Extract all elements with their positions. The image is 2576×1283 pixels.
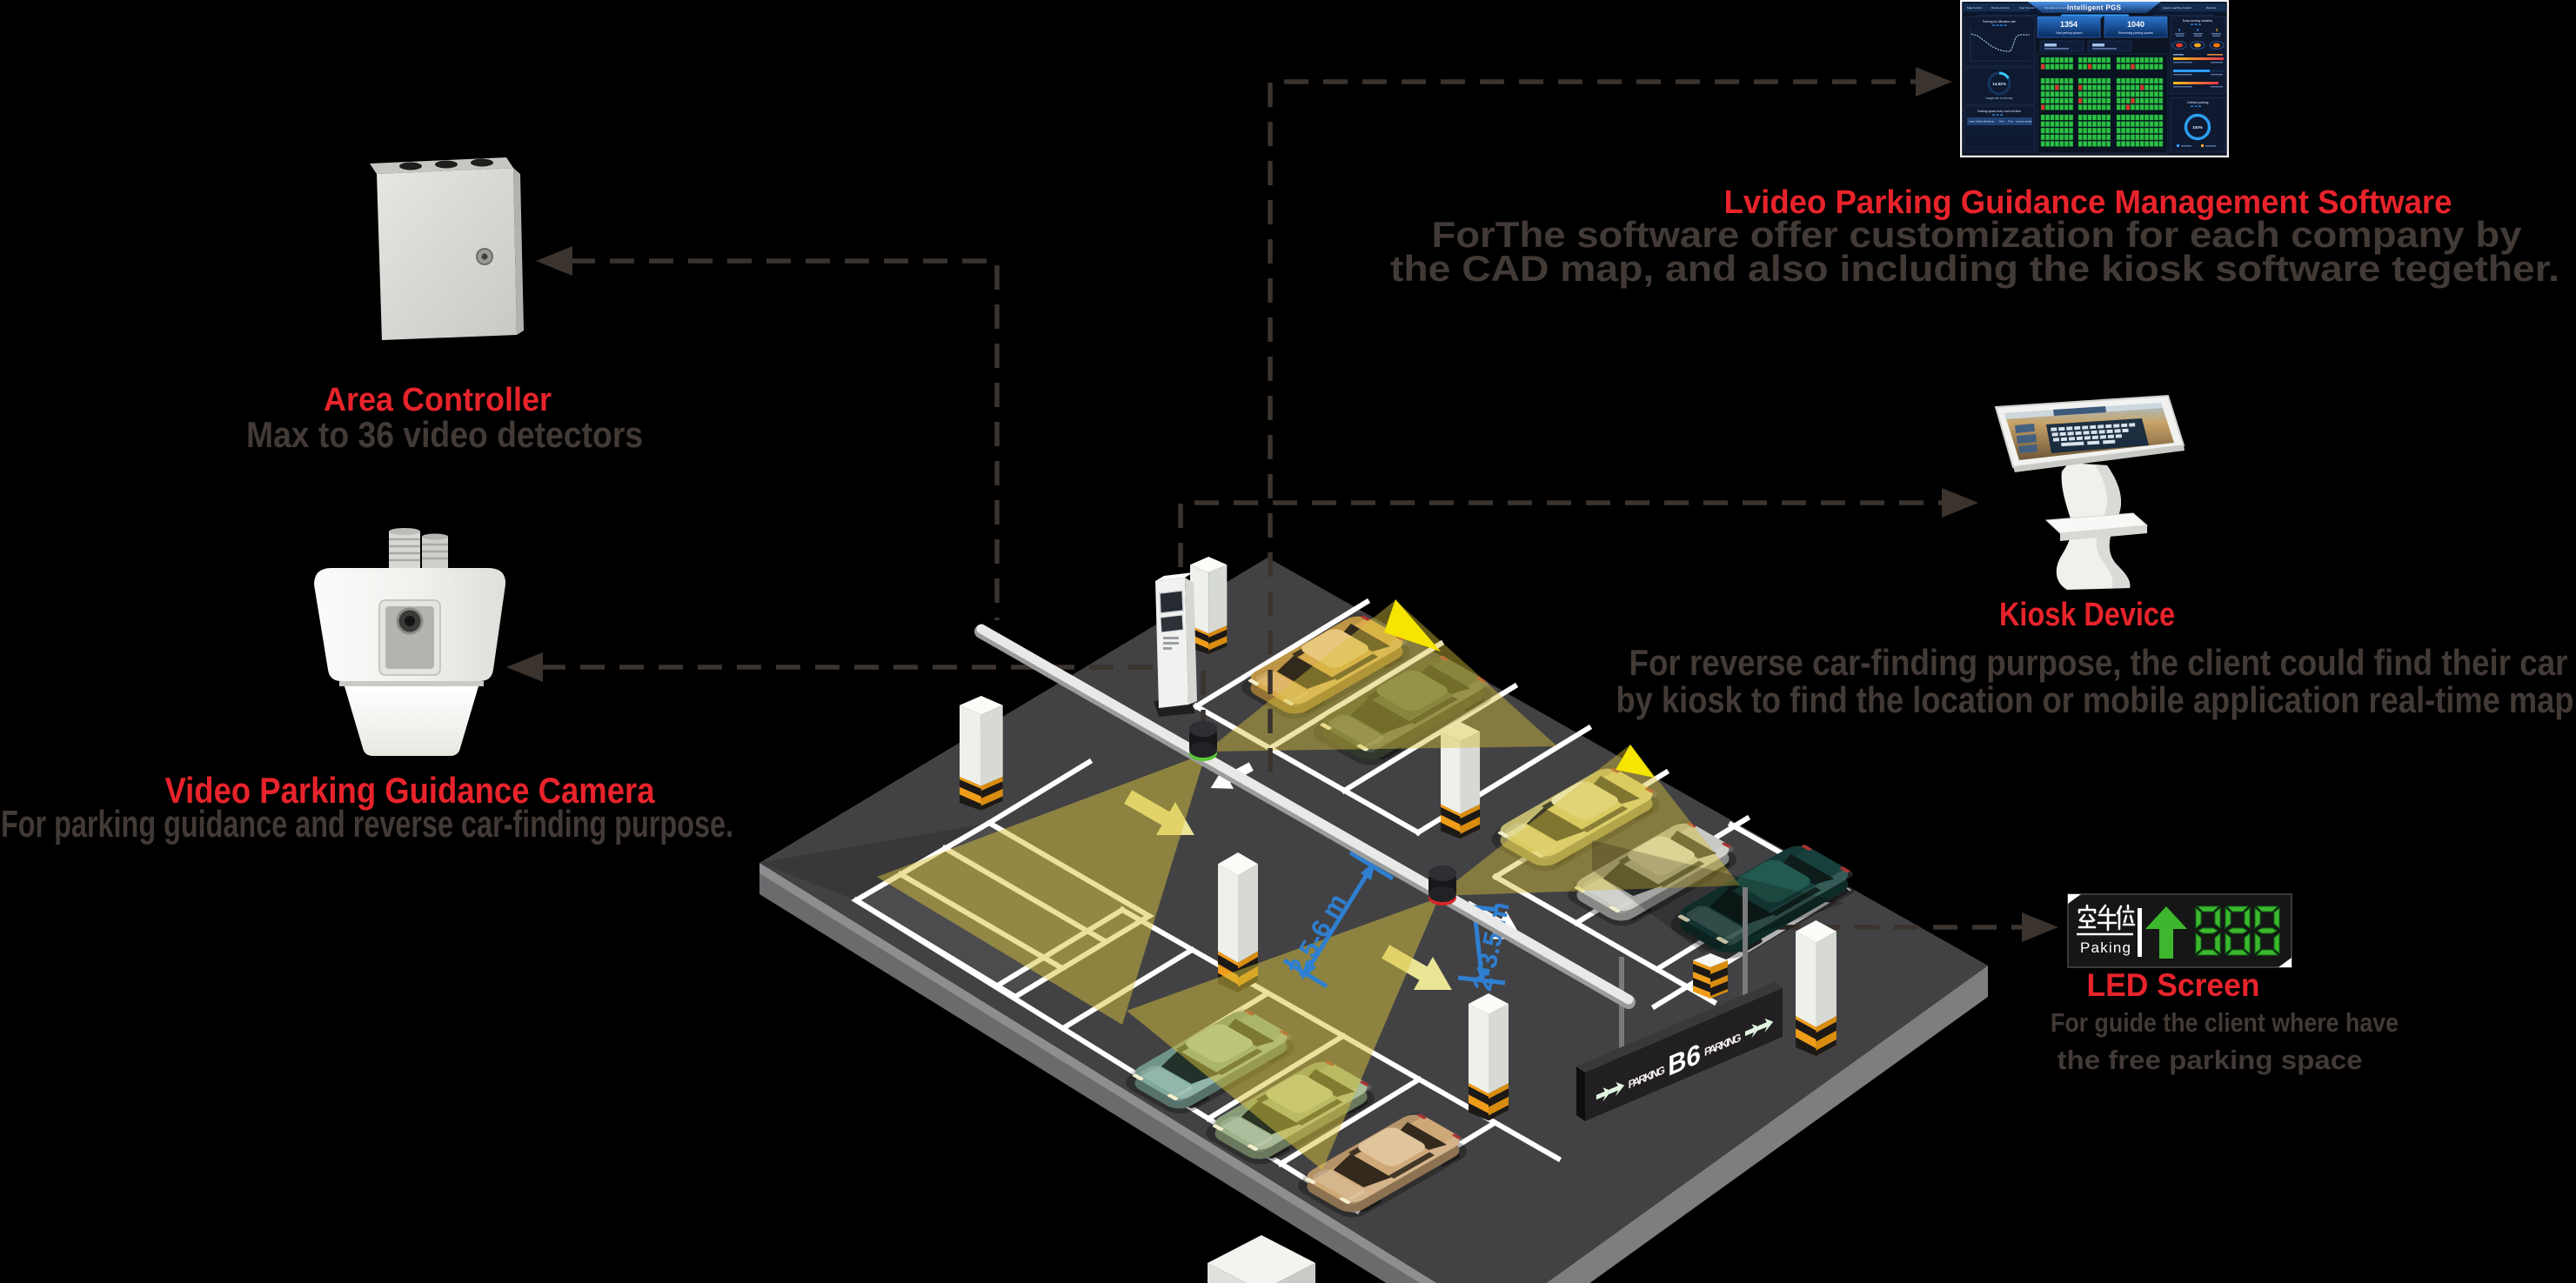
arrow-led (2022, 912, 2058, 942)
cone-flare-1 (1384, 599, 1441, 652)
cone-up-right-1 (1206, 600, 1557, 752)
cone-down-left (1127, 898, 1439, 1170)
labels: Lvideo Parking Guidance Management Softw… (1, 184, 2574, 1075)
nav-user-control[interactable]: User Control (2019, 6, 2035, 10)
led-desc-2: the free parking space (2057, 1045, 2363, 1075)
video-detector-red (1429, 865, 1456, 905)
platform-top (759, 558, 1988, 1283)
gauge-value: 14.52% (1992, 82, 2006, 86)
kiosk-desc-2: by kiosk to find the location or mobile … (1616, 679, 2574, 720)
camera-rail (974, 624, 1636, 1009)
nav-operations-control[interactable]: Operations Control (2044, 6, 2067, 10)
led-up-arrow (2145, 906, 2187, 959)
col-latest-vehicle: Latest Vehicle Monitoring (1969, 120, 1995, 124)
arrow-kiosk (1942, 488, 1978, 518)
line-to-area-controller (571, 258, 1000, 620)
warning-value-1: 5 (2178, 28, 2181, 32)
kiosk-keys (2051, 423, 2136, 447)
dashboard-screenshot: Intelligent PGS Map Control Device Contr… (1960, 0, 2229, 157)
col-floor: Floor (1999, 120, 2004, 124)
nav-device-control[interactable]: Device Control (1991, 6, 2010, 10)
software-desc-2: the CAD map, and also including the kios… (1390, 248, 2559, 289)
kiosk-desc-1: For reverse car-finding purpose, the cli… (1629, 642, 2568, 683)
led-en-text: Paking (2080, 939, 2131, 956)
lot-foreground (974, 557, 1636, 1009)
dashboard-left-column: Parking lot utilization rate 14.52% Usag… (1964, 16, 2036, 153)
camera-pipe (389, 528, 448, 568)
dashboard-center-column: 1354 Total parking spaces 1040 Remaining… (2037, 16, 2169, 154)
col-time: Time (2008, 120, 2013, 124)
kiosk-device (1994, 394, 2185, 590)
pillar (1190, 557, 1228, 655)
camera-skirt (345, 686, 478, 756)
nav-delivery[interactable]: Delivery (2206, 6, 2217, 10)
line-to-kiosk (1178, 500, 1944, 567)
warning-value-2: 0 (2197, 28, 2199, 32)
pillar (1469, 993, 1509, 1121)
software-desc-1: ForThe software offer customization for … (1432, 214, 2523, 255)
parking-lot-illustration: 2.5-6 m 2-3.5 m (759, 558, 2058, 1283)
stat-remaining-label: Remaining parking spaces (2118, 31, 2153, 35)
connectors (506, 67, 1978, 772)
arrow-area-controller (536, 246, 572, 276)
warning-value-3: 3 (2216, 28, 2218, 32)
video-detector-green (1189, 721, 1217, 761)
panel-entry-exit-title: Parking space entry and exit time (1977, 110, 2021, 113)
civilized-value: 100% (2192, 125, 2203, 130)
shadow-wedge (1592, 840, 1844, 953)
b6-sign: PARKING B6 PARKING (1576, 887, 1783, 1121)
panel-warning-title: Early warning statistics (2183, 19, 2213, 23)
cone-flare-2 (1616, 745, 1655, 778)
floor-shade-dark (759, 823, 989, 900)
panel-civilized-title: Civilized parking (2187, 101, 2209, 104)
stat-total-value: 1354 (2060, 20, 2078, 29)
led-desc-1: For guide the client where have (2051, 1007, 2399, 1038)
led-panel-frame (2067, 893, 2292, 968)
area-controller-device (370, 157, 524, 340)
pillar (960, 696, 1003, 811)
camera-desc: For parking guidance and reverse car-fin… (1, 803, 733, 845)
cone-left (877, 753, 1206, 1025)
led-cn-text (2078, 904, 2136, 932)
nav-inquiry-control[interactable]: Inquiry machine Control (2163, 6, 2191, 10)
kiosk-title: Kiosk Device (1999, 597, 2175, 633)
arrow-camera (506, 652, 543, 682)
col-license: License number (2016, 120, 2032, 124)
stat-remaining-value: 1040 (2127, 20, 2144, 29)
dashboard-right-column: Early warning statistics 5 0 3 (2170, 16, 2226, 153)
dashboard-title: Intelligent PGS (2067, 4, 2122, 12)
camera-device (314, 528, 506, 756)
pillar (1796, 920, 1837, 1057)
arrow-dashboard (1916, 67, 1952, 97)
line-to-camera (541, 665, 1206, 736)
controller-front (377, 168, 517, 340)
detection-cones (877, 599, 1844, 1170)
camera-title: Video Parking Guidance Camera (165, 770, 656, 811)
gauge-label: Usage rate on the day (1985, 97, 2013, 100)
software-title: Lvideo Parking Guidance Management Softw… (1724, 184, 2452, 221)
led-title: LED Screen (2087, 967, 2260, 1003)
hazard-bollard (1693, 953, 1728, 999)
area-controller-title: Area Controller (324, 382, 552, 418)
entry-kiosk-machine (1154, 572, 1197, 717)
led-panel: Paking (2067, 893, 2292, 968)
white-box (1208, 1235, 1315, 1283)
cone-up-right-2 (1437, 745, 1740, 896)
nav-map-control[interactable]: Map Control (1967, 6, 1982, 10)
parking-map-cells (2040, 57, 2164, 147)
area-controller-desc: Max to 36 video detectors (246, 414, 643, 455)
stat-total-label: Total parking spaces (2056, 31, 2083, 35)
panel-utilization-title: Parking lot utilization rate (1983, 20, 2016, 23)
